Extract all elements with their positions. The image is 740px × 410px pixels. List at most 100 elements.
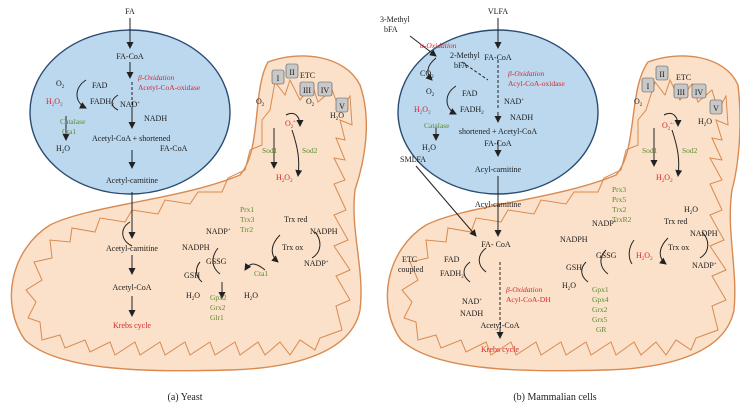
label-h2o2-mito: H2O2 [656,173,673,184]
label-o2-etc-2: O2 [306,97,315,108]
label-fa-coa-2: FA-CoA [160,144,188,153]
label-sod1: Sod1 [642,146,658,155]
label-acyl-oxidase: Acyl-CoA-oxidase [508,79,565,88]
label-sod1: Sod1 [262,146,278,155]
label-trr2: Trr2 [240,225,253,234]
label-gpx1: Gpx1 [592,285,609,294]
complex-label: III [677,88,685,97]
label-h2o-top: H2O [684,205,698,216]
label-gpx4: Gpx4 [592,295,609,304]
label-prx1: Prx1 [240,205,254,214]
label-grx2: Grx2 [210,303,226,312]
label-o2: O2 [56,79,65,90]
label-h2o2-mito: H2O2 [276,173,293,184]
label-fad: FAD [462,89,478,98]
label-h2o-perox: H2O [56,144,70,155]
label-glr1: Glr1 [210,313,224,322]
label-fa-coa: FA-CoA [116,52,144,61]
label-sod2: Sod2 [302,146,318,155]
label-cta1-perox: Cta1 [62,127,76,136]
complex-label: IV [321,86,330,95]
label-catalase: Catalase [60,117,86,126]
label-o2: O2 [426,87,435,98]
label-acetyl-coa: Acetyl-CoA [112,283,151,292]
label-catalase: Catalase [424,121,450,130]
label-gssg: GSSG [596,251,617,260]
label-trx-ox: Trx ox [282,243,303,252]
complex-label: IV [695,88,704,97]
label-fad-mito: FAD [444,255,460,264]
label-etc: ETC [676,73,691,82]
label-nadph-right: NADPH [690,229,718,238]
label-acyl-dh: Acyl-CoA-DH [506,295,551,304]
label-alpha-oxidation: α-Oxidation [420,41,457,50]
label-trx-red: Trx red [284,215,307,224]
label-trx-ox: Trx ox [668,243,689,252]
label-trx-red: Trx red [664,217,687,226]
complex-label: V [339,102,345,111]
label-trx3: Trx3 [240,215,255,224]
label-grx2: Grx2 [592,305,608,314]
label-h2o-etc: H2O [698,117,712,128]
label-h2o2-mito-2: H2O2 [636,251,653,262]
complex-label: II [289,68,295,77]
label-beta-oxidation: β-Oxidation [137,73,174,82]
label-fa-coa: FA-CoA [484,53,512,62]
label-bfa-2: bFA [384,25,398,34]
label-o2-etc: O2 [634,97,643,108]
label-methyl-bfa-2: bFA [454,61,468,70]
label-shortened: shortened + Acetyl-CoA [459,127,537,136]
label-nadph-left: NADPH [182,243,210,252]
label-gr: GR [596,325,606,334]
complex-label: I [277,74,280,83]
label-bfa-1: 3-Methyl [380,15,411,24]
label-fad: FAD [92,81,108,90]
label-grx5: Grx5 [592,315,608,324]
label-nadh-mito: NADH [460,309,483,318]
label-h2o-left: H2O [562,281,576,292]
complex-label: III [303,86,311,95]
label-vlfa: VLFA [488,7,509,16]
label-prx3: Prx3 [612,185,626,194]
label-h2o-perox: H2O [422,143,436,154]
label-acyl-carnitine: Acyl-carnitine [475,165,522,174]
label-nadph-left: NADPH [560,235,588,244]
label-h2o-etc: H2O [330,111,344,122]
label-etc-coupled-1: ETC [402,255,417,264]
complex-label: I [647,82,650,91]
label-nadp-left: NADP+ [592,219,617,228]
label-beta-oxidation-mito: β-Oxidation [505,285,542,294]
label-superoxide: O2•− [662,121,675,132]
label-acyl-carnitine-mito: Acyl-carnitine [475,200,522,209]
label-smlfa: SMLFA [400,155,426,164]
label-nadp-left: NADP+ [206,227,231,236]
etc-complexes-yeast: I II III IV V [271,63,349,113]
label-fadh2: FADH2 [90,97,114,108]
label-gssg: GSSG [206,257,227,266]
etc-complexes-mammal: I II III IV V [641,65,723,115]
label-beta-oxidation: β-Oxidation [507,69,544,78]
label-krebs-cycle: Krebs cycle [113,321,151,330]
label-sod2: Sod2 [682,146,698,155]
label-prx5: Prx5 [612,195,626,204]
panel-yeast: I II III IV V FA FA-CoA O2 FAD FADH2 H2O… [10,7,368,403]
label-acyl-oxidase: Acetyl-CoA-oxidase [138,83,201,92]
label-nadh: NADH [144,114,167,123]
label-h2o2-perox: H2O2 [46,97,63,108]
label-nadp-right: NADP+ [304,259,329,268]
label-nad: NAD+ [120,100,140,109]
mitochondrion-mammal [386,55,740,372]
label-fadh2: FADH2 [460,105,484,116]
label-acetyl-carnitine: Acetyl-carnitine [106,176,158,185]
label-h2o2-perox: H2O2 [414,105,431,116]
label-nadph-right: NADPH [310,227,338,236]
label-fadh2-mito: FADH2 [440,269,464,280]
mitochondrion-yeast [10,55,368,372]
label-superoxide: O2•− [285,119,298,130]
caption-yeast: (a) Yeast [168,392,203,403]
label-etc: ETC [300,71,315,80]
label-fa-coa-mito: FA- CoA [481,240,511,249]
label-krebs-cycle: Krebs cycle [481,345,519,354]
complex-label: V [713,104,719,113]
